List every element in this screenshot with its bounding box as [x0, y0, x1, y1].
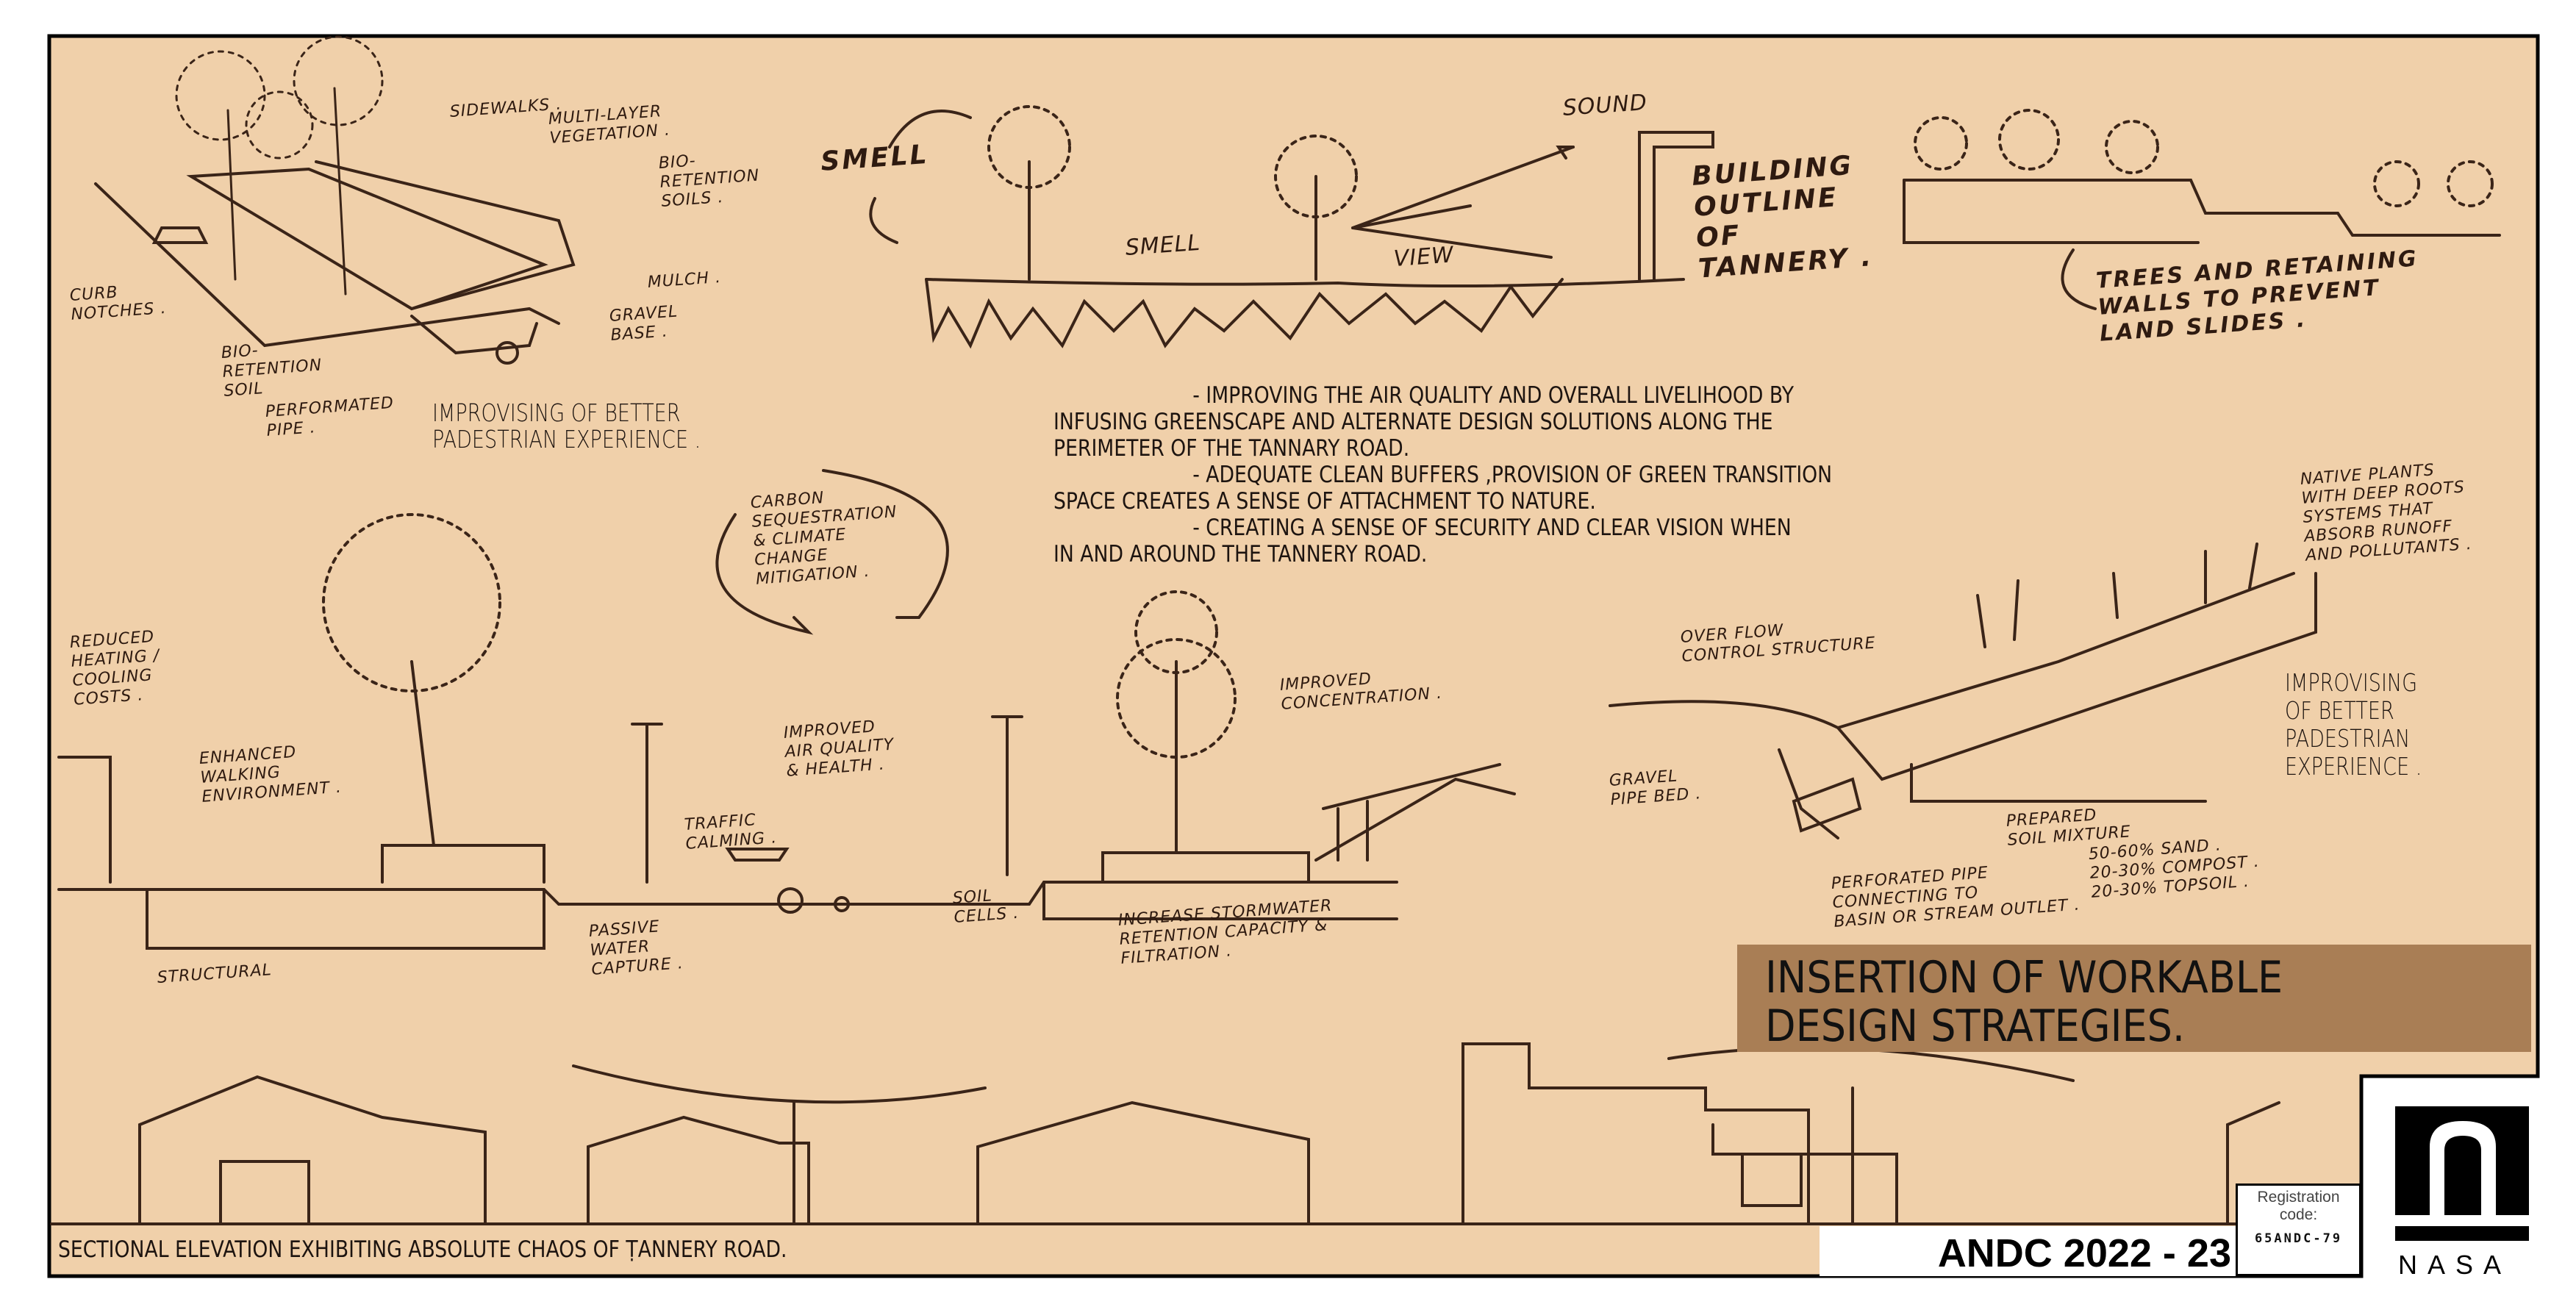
nasa-logo-icon: [2395, 1106, 2529, 1241]
paragraph-line: - IMPROVING THE AIR QUALITY AND OVERALL …: [1192, 382, 1794, 409]
label-smell-2: SMELL: [1124, 229, 1202, 261]
label-soil-mix: 50-60% SAND . 20-30% COMPOST . 20-30% TO…: [2088, 836, 2261, 902]
nasa-logo-text: NASA: [2398, 1250, 2512, 1280]
heading-line-2: DESIGN STRATEGIES.: [1765, 1000, 2186, 1052]
retaining-wall-sketch: [1903, 109, 2501, 310]
section-caption: SECTIONAL ELEVATION EXHIBITING ABSOLUTE …: [58, 1236, 787, 1263]
paragraph-line: - ADEQUATE CLEAN BUFFERS ,PROVISION OF G…: [1192, 462, 1833, 488]
caption-pedestrian-right: IMPROVISING OF BETTER PADESTRIAN EXPERIE…: [2285, 668, 2422, 781]
label-traffic-calming: TRAFFIC CALMING .: [684, 811, 778, 853]
registration-box: Registration code: 65ANDC-79: [2236, 1184, 2361, 1276]
label-improved-air-quality: IMPROVED AIR QUALITY & HEALTH .: [783, 717, 895, 781]
carbon-cycle-arrows: [715, 469, 949, 635]
label-soil-cells: SOIL CELLS .: [952, 887, 1020, 927]
competition-label-box: ANDC 2022 - 23: [1820, 1226, 2236, 1276]
label-gravel-pipe-bed: GRAVEL PIPE BED .: [1609, 767, 1703, 809]
label-reduced-heating: REDUCED HEATING / COOLING COSTS .: [69, 627, 160, 709]
label-building-outline: BUILDING OUTLINE OF TANNERY .: [1691, 150, 1875, 284]
street-section-sketch: [57, 513, 1516, 950]
strategy-paragraph: - IMPROVING THE AIR QUALITY AND OVERALL …: [1053, 382, 1832, 567]
senses-section-sketch: [869, 105, 1714, 349]
bioswale-trees: [175, 35, 384, 296]
bioswale-sketch: [94, 160, 576, 365]
label-enhanced-walking: ENHANCED WALKING ENVIRONMENT .: [198, 742, 343, 806]
label-bio-retention-soil: BIO- RETENTION SOIL: [221, 341, 323, 401]
caption-pedestrian-left: IMPROVISING OF BETTER PADESTRIAN EXPERIE…: [432, 398, 701, 454]
heading-title: INSERTION OF WORKABLE DESIGN STRATEGIES.: [1765, 953, 2283, 1050]
label-carbon-sequestration: CARBON SEQUESTRATION & CLIMATE CHANGE MI…: [750, 488, 898, 589]
sheet-paper: [47, 34, 2540, 1278]
tannery-road-elevation: [50, 1042, 2280, 1225]
label-sound: SOUND: [1561, 89, 1648, 121]
registration-label: Registration code:: [2257, 1189, 2340, 1223]
registration-code: 65ANDC-79: [2254, 1231, 2343, 1246]
label-curb-notches: CURB NOTCHES .: [69, 283, 168, 324]
label-gravel-base: GRAVEL BASE .: [609, 302, 679, 345]
heading-band: INSERTION OF WORKABLE DESIGN STRATEGIES.: [1737, 945, 2531, 1052]
heading-line-1: INSERTION OF WORKABLE: [1765, 952, 2283, 1003]
paragraph-line: INFUSING GREENSCAPE AND ALTERNATE DESIGN…: [1053, 409, 1773, 435]
paragraph-line: - CREATING A SENSE OF SECURITY AND CLEAR…: [1192, 515, 1792, 541]
paragraph-line: SPACE CREATES A SENSE OF ATTACHMENT TO N…: [1053, 488, 1596, 515]
rain-garden-sketch: [1609, 543, 2317, 839]
paragraph-line: PERIMETER OF THE TANNARY ROAD.: [1053, 435, 1410, 462]
competition-label: ANDC 2022 - 23: [1937, 1231, 2231, 1275]
label-view: VIEW: [1392, 242, 1455, 272]
label-passive-water-capture: PASSIVE WATER CAPTURE .: [588, 917, 684, 979]
label-native-plants: NATIVE PLANTS WITH DEEP ROOTS SYSTEMS TH…: [2300, 461, 2473, 565]
paragraph-line: IN AND AROUND THE TANNERY ROAD.: [1053, 541, 1428, 567]
label-bio-retention-soils: BIO- RETENTION SOILS .: [658, 151, 760, 211]
